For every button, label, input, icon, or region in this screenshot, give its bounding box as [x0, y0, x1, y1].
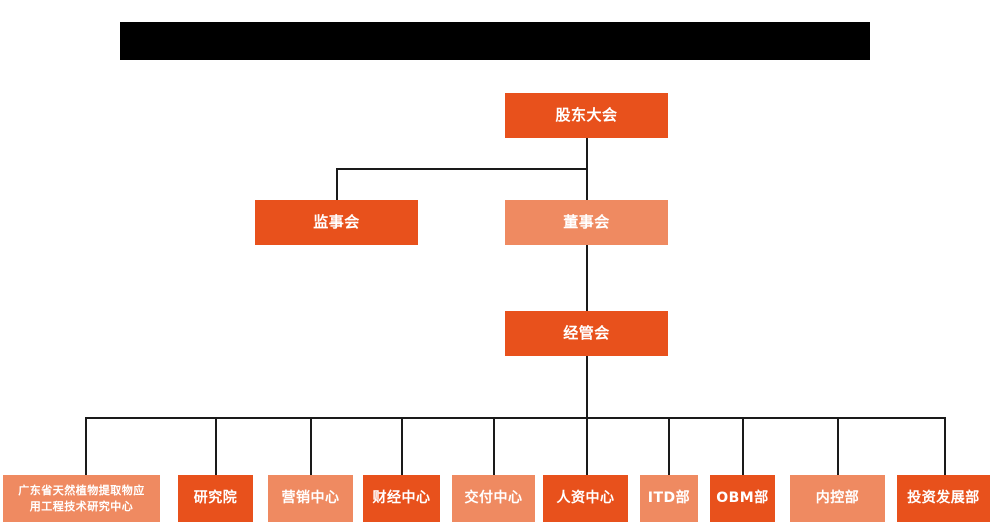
org-node-obm-department[interactable]: OBM部 — [710, 475, 775, 522]
org-node-label: 营销中心 — [281, 489, 340, 506]
org-node-label: 交付中心 — [464, 489, 523, 506]
connector-drop-obm — [742, 417, 744, 475]
org-node-guangdong-research-center[interactable]: 广东省天然植物提取物应 用工程技术研究中心 — [3, 475, 160, 522]
connector-drop-marketing — [310, 417, 312, 475]
connector-shareholders-bus — [336, 168, 588, 170]
org-node-board-of-supervisors[interactable]: 监事会 — [255, 200, 418, 245]
org-node-marketing-center[interactable]: 营销中心 — [268, 475, 353, 522]
org-node-investment-development-department[interactable]: 投资发展部 — [897, 475, 990, 522]
connector-drop-itd — [668, 417, 670, 475]
connector-drop-delivery — [493, 417, 495, 475]
org-node-label-line2: 用工程技术研究中心 — [29, 499, 134, 513]
org-node-internal-control-department[interactable]: 内控部 — [790, 475, 885, 522]
org-node-label: 内控部 — [815, 489, 860, 506]
connector-drop-institute — [215, 417, 217, 475]
org-node-label: 人资中心 — [556, 489, 615, 506]
org-node-label: ITD部 — [647, 489, 691, 506]
org-node-label: 投资发展部 — [907, 489, 980, 506]
org-node-label-multiline: 广东省天然植物提取物应 用工程技术研究中心 — [18, 483, 145, 515]
connector-drop-investment — [944, 417, 946, 475]
connector-drop-internal-control — [837, 417, 839, 475]
connector-directors-to-management — [586, 245, 588, 311]
org-node-delivery-center[interactable]: 交付中心 — [452, 475, 535, 522]
org-node-label: 财经中心 — [372, 489, 431, 506]
org-node-board-of-directors[interactable]: 董事会 — [505, 200, 668, 245]
org-node-management-committee[interactable]: 经管会 — [505, 311, 668, 356]
org-node-label: 董事会 — [563, 213, 610, 232]
org-node-label: 股东大会 — [555, 106, 618, 125]
org-node-label: 经管会 — [563, 324, 610, 343]
connector-leaf-bus — [85, 417, 946, 419]
connector-management-stem — [586, 356, 588, 418]
connector-to-directors — [586, 168, 588, 200]
redacted-title-banner — [120, 22, 870, 60]
connector-drop-hr — [586, 417, 588, 475]
org-node-label-line1: 广东省天然植物提取物应 — [18, 483, 145, 497]
org-node-label: 研究院 — [193, 489, 238, 506]
org-node-hr-center[interactable]: 人资中心 — [543, 475, 628, 522]
connector-shareholders-stem — [586, 138, 588, 169]
connector-drop-finance — [401, 417, 403, 475]
connector-to-supervisors — [336, 168, 338, 200]
org-node-label: OBM部 — [716, 489, 769, 506]
org-node-label: 监事会 — [313, 213, 360, 232]
connector-drop-research-center — [85, 417, 87, 475]
org-node-shareholders-meeting[interactable]: 股东大会 — [505, 93, 668, 138]
org-node-institute[interactable]: 研究院 — [178, 475, 253, 522]
org-node-finance-center[interactable]: 财经中心 — [363, 475, 440, 522]
org-node-itd-department[interactable]: ITD部 — [640, 475, 698, 522]
